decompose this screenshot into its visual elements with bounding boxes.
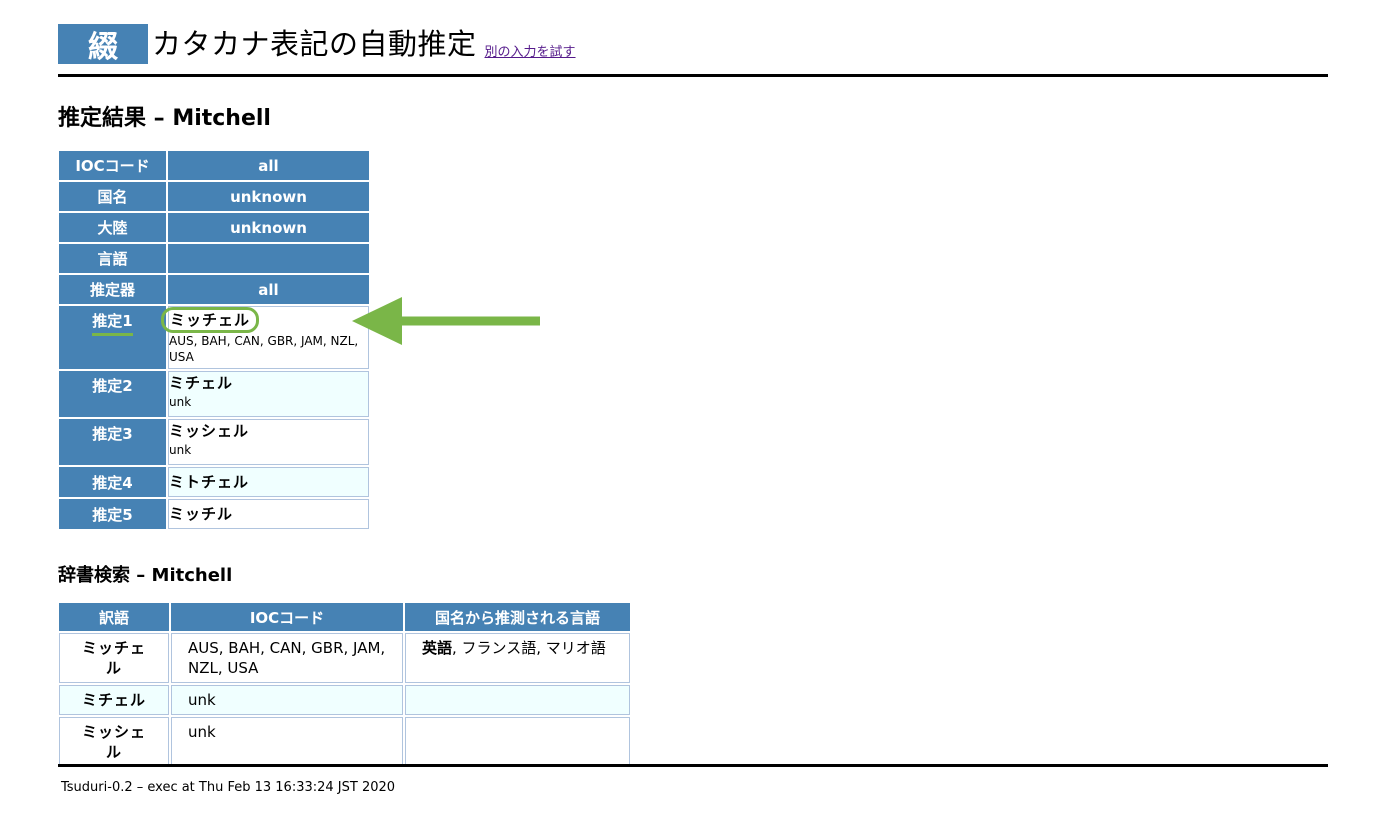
candidate-label: 推定3 (59, 419, 166, 465)
candidate-cell: ミッチル (168, 499, 369, 529)
value-country: unknown (168, 182, 369, 211)
table-row: 言語 (59, 244, 369, 273)
row-label-country: 国名 (59, 182, 166, 211)
table-row: 大陸 unknown (59, 213, 369, 242)
dict-language: 英語, フランス語, マリオ語 (405, 633, 630, 683)
candidate-row: 推定2 ミチェル unk (59, 371, 369, 417)
dict-language (405, 685, 630, 715)
candidate-kana-highlighted: ミッチェル (161, 307, 260, 333)
value-ioc: all (168, 151, 369, 180)
footer-text: Tsuduri-0.2 – exec at Thu Feb 13 16:33:2… (61, 780, 396, 795)
column-header-language: 国名から推測される言語 (405, 603, 630, 631)
candidate-kana: ミチェル (169, 374, 234, 392)
dict-codes: unk (171, 685, 403, 715)
dict-codes: AUS, BAH, CAN, GBR, JAM, NZL, USA (171, 633, 403, 683)
candidate-row: 推定3 ミッシェル unk (59, 419, 369, 465)
candidate-label-text: 推定1 (92, 310, 133, 336)
row-label-continent: 大陸 (59, 213, 166, 242)
table-row: 推定器 all (59, 275, 369, 304)
candidate-codes: AUS, BAH, CAN, GBR, JAM, NZL, USA (169, 334, 359, 364)
candidate-row: 推定5 ミッチル (59, 499, 369, 529)
value-estimator: all (168, 275, 369, 304)
candidate-kana: ミトチェル (169, 473, 250, 491)
dict-word: ミッチェル (59, 633, 169, 683)
candidate-row: 推定4 ミトチェル (59, 467, 369, 497)
table-row: IOCコード all (59, 151, 369, 180)
highlight-arrow-icon (352, 297, 540, 345)
candidate-kana: ミッシェル (169, 422, 250, 440)
table-row: ミッシェル unk (59, 717, 630, 767)
column-header-word: 訳語 (59, 603, 169, 631)
row-label-ioc: IOCコード (59, 151, 166, 180)
candidate-label: 推定5 (59, 499, 166, 529)
dict-codes: unk (171, 717, 403, 767)
table-header-row: 訳語 IOCコード 国名から推測される言語 (59, 603, 630, 631)
dict-language-others: , フランス語, マリオ語 (452, 639, 606, 657)
value-language (168, 244, 369, 273)
table-row: ミッチェル AUS, BAH, CAN, GBR, JAM, NZL, USA … (59, 633, 630, 683)
candidate-cell: ミッチェル AUS, BAH, CAN, GBR, JAM, NZL, USA (161, 306, 369, 369)
page-header: 綴 カタカナ表記の自動推定 別の入力を試す (58, 24, 1328, 76)
dict-word: ミッシェル (59, 717, 169, 767)
dict-language-primary: 英語 (422, 639, 453, 657)
candidate-row: 推定1 ミッチェル AUS, BAH, CAN, GBR, JAM, NZL, … (59, 306, 369, 369)
table-row: ミチェル unk (59, 685, 630, 715)
row-label-language: 言語 (59, 244, 166, 273)
dictionary-table: 訳語 IOCコード 国名から推測される言語 ミッチェル AUS, BAH, CA… (57, 601, 632, 769)
app-title: カタカナ表記の自動推定 (152, 27, 477, 61)
dict-language (405, 717, 630, 767)
column-header-ioc: IOCコード (171, 603, 403, 631)
table-row: 国名 unknown (59, 182, 369, 211)
candidate-cell: ミトチェル (168, 467, 369, 497)
app-logo: 綴 (58, 24, 148, 65)
estimation-result-table: IOCコード all 国名 unknown 大陸 unknown 言語 推定器 … (57, 149, 371, 531)
value-continent: unknown (168, 213, 369, 242)
dictionary-heading: 辞書検索 – Mitchell (58, 565, 233, 586)
candidate-kana: ミッチル (169, 505, 234, 523)
footer-divider (58, 764, 1328, 767)
candidate-label: 推定1 (59, 306, 166, 369)
candidate-codes: unk (169, 395, 192, 409)
candidate-label: 推定2 (59, 371, 166, 417)
candidate-label: 推定4 (59, 467, 166, 497)
try-another-input-link[interactable]: 別の入力を試す (484, 45, 576, 60)
result-heading: 推定結果 – Mitchell (58, 106, 271, 131)
row-label-estimator: 推定器 (59, 275, 166, 304)
header-divider (58, 74, 1328, 77)
dict-word: ミチェル (59, 685, 169, 715)
candidate-cell: ミッシェル unk (168, 419, 369, 465)
candidate-codes: unk (169, 443, 192, 457)
candidate-cell: ミチェル unk (168, 371, 369, 417)
